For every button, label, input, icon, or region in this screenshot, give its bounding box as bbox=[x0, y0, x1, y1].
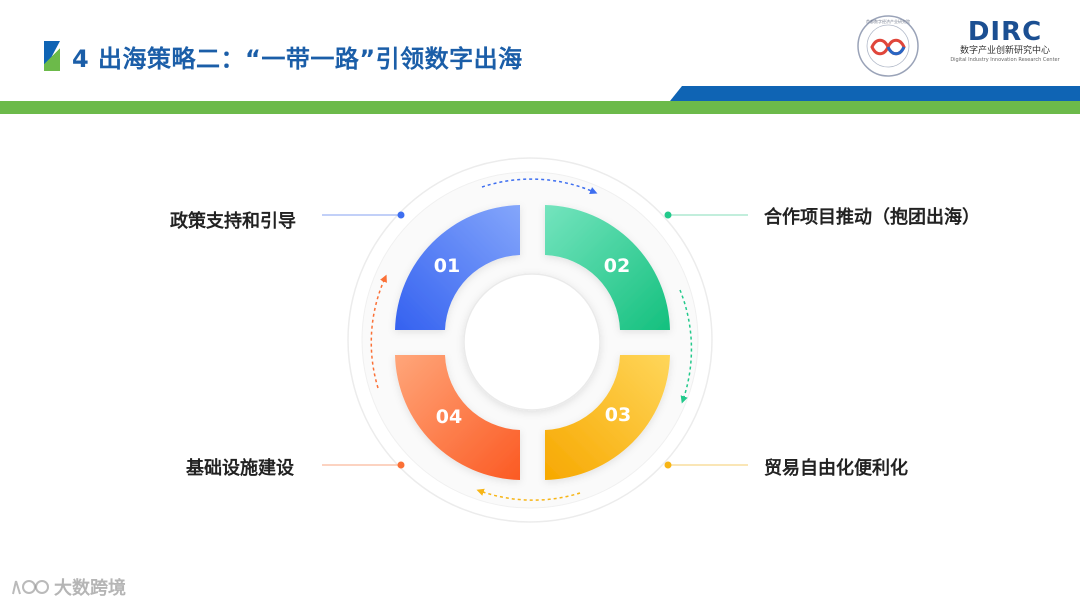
arrow-arc-02-03 bbox=[679, 289, 693, 404]
connector-dot-04 bbox=[397, 461, 405, 469]
dirc-logo-letters: DIRC bbox=[967, 17, 1043, 47]
segment-02 bbox=[545, 205, 670, 330]
dirc-logo-subtitle-en: Digital Industry Innovation Research Cen… bbox=[950, 57, 1060, 63]
institute-seal-logo: 首都数字经济产业研究院 bbox=[857, 15, 919, 77]
seal-text: 首都数字经济产业研究院 bbox=[866, 18, 910, 24]
segment-03-number: 03 bbox=[605, 404, 631, 426]
label-trade-facilitation: 贸易自由化便利化 bbox=[764, 458, 908, 479]
connector-dot-01 bbox=[397, 211, 405, 219]
title-area: 4 出海策略二：“一带一路”引领数字出海 bbox=[44, 38, 523, 74]
connector-dot-03 bbox=[664, 461, 672, 469]
segment-02-number: 02 bbox=[604, 255, 630, 277]
page-title: 4 出海策略二：“一带一路”引领数字出海 bbox=[72, 44, 523, 73]
segment-01 bbox=[395, 205, 520, 330]
watermark-logo-icon bbox=[12, 580, 49, 595]
label-policy-support: 政策支持和引导 bbox=[170, 211, 296, 232]
title-marker bbox=[44, 41, 60, 71]
arrow-arc-04-01 bbox=[370, 274, 387, 389]
dirc-logo-subtitle-cn: 数字产业创新研究中心 bbox=[959, 46, 1050, 56]
watermark: 大数跨境 bbox=[10, 574, 126, 600]
dirc-logo: DIRC 数字产业创新研究中心 Digital Industry Innovat… bbox=[950, 18, 1060, 68]
header-band-blue bbox=[670, 86, 1080, 101]
strategy-ring-diagram: 01 02 03 04 bbox=[347, 157, 713, 523]
label-infrastructure: 基础设施建设 bbox=[186, 458, 294, 479]
outer-ring bbox=[347, 157, 713, 523]
segment-03 bbox=[545, 355, 670, 480]
segment-04-number: 04 bbox=[436, 406, 462, 428]
center-circle bbox=[463, 273, 601, 411]
header-band-green bbox=[0, 101, 1080, 114]
watermark-text: 大数跨境 bbox=[54, 578, 126, 599]
label-cooperation-projects: 合作项目推动（抱团出海） bbox=[764, 207, 980, 228]
segment-01-number: 01 bbox=[434, 255, 460, 277]
connector-dot-02 bbox=[664, 211, 672, 219]
arrow-arc-03-04 bbox=[476, 488, 581, 501]
arrow-arc-01-02 bbox=[481, 178, 598, 194]
segment-04 bbox=[395, 355, 520, 480]
